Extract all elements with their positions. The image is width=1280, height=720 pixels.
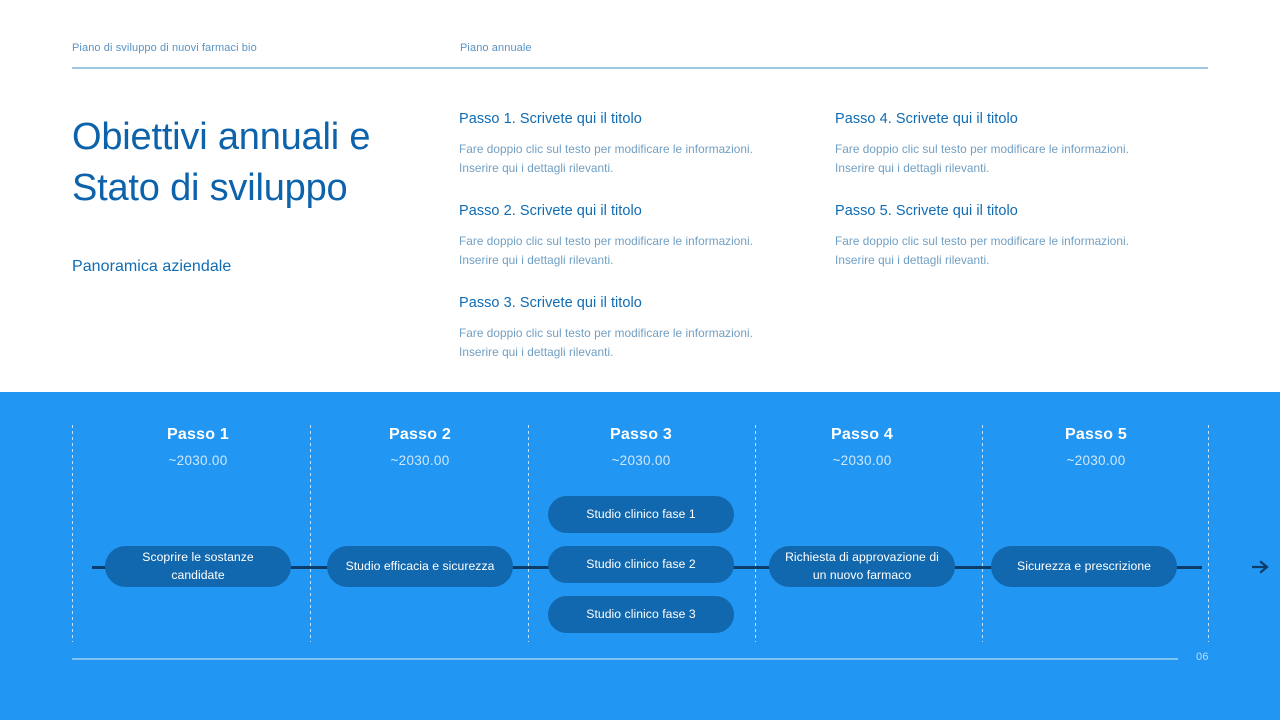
timeline-column-date: ~2030.00 <box>611 453 671 468</box>
step-body-line: Inserire qui i dettagli rilevanti. <box>835 160 990 175</box>
step-body-line: Fare doppio clic sul testo per modificar… <box>459 233 754 248</box>
step-text-item: Passo 5. Scrivete qui il titolo Fare dop… <box>835 202 1175 270</box>
timeline-pill[interactable]: Sicurezza e prescrizione <box>991 546 1177 587</box>
timeline-column-header: Passo 4 ~2030.00 <box>762 426 962 468</box>
step-body: Fare doppio clic sul testo per modificar… <box>835 140 1175 178</box>
column-separator <box>310 425 311 642</box>
step-heading: Passo 3. Scrivete qui il titolo <box>459 295 642 312</box>
timeline-column-title: Passo 1 <box>167 426 229 443</box>
step-text-item: Passo 4. Scrivete qui il titolo Fare dop… <box>835 110 1175 178</box>
title-block: Obiettivi annuali e Stato di sviluppo Pa… <box>72 112 442 276</box>
step-heading: Passo 1. Scrivete qui il titolo <box>459 111 642 127</box>
timeline-section: Passo 1 ~2030.00 Passo 2 ~2030.00 Passo … <box>0 392 1280 720</box>
step-body: Fare doppio clic sul testo per modificar… <box>835 232 1175 270</box>
step-body-line: Fare doppio clic sul testo per modificar… <box>835 141 1130 156</box>
step-body-line: Inserire qui i dettagli rilevanti. <box>459 253 614 268</box>
step-body-line: Inserire qui i dettagli rilevanti. <box>835 253 990 268</box>
step-heading: Passo 5. Scrivete qui il titolo <box>835 203 1018 220</box>
page-title-line-1: Obiettivi annuali e <box>72 116 371 158</box>
step-body-line: Fare doppio clic sul testo per modificar… <box>459 141 754 156</box>
timeline-column-title: Passo 4 <box>831 426 893 443</box>
timeline-pill[interactable]: Studio efficacia e sicurezza <box>327 546 513 587</box>
step-body: Fare doppio clic sul testo per modificar… <box>459 324 799 362</box>
column-separator <box>528 425 529 642</box>
timeline-column-header: Passo 2 ~2030.00 <box>320 426 520 468</box>
step-body-line: Fare doppio clic sul testo per modificar… <box>459 325 754 340</box>
slide-header: Piano di sviluppo di nuovi farmaci bio P… <box>72 42 1208 66</box>
timeline-column-header: Passo 3 ~2030.00 <box>541 426 741 468</box>
page-title: Obiettivi annuali e Stato di sviluppo <box>72 112 442 214</box>
step-text-item: Passo 1. Scrivete qui il titolo Fare dop… <box>459 110 799 178</box>
page-subtitle: Panoramica aziendale <box>72 257 232 275</box>
timeline-column-date: ~2030.00 <box>168 453 228 468</box>
step-heading: Passo 2. Scrivete qui il titolo <box>459 203 642 220</box>
steps-column-left: Passo 1. Scrivete qui il titolo Fare dop… <box>459 110 799 386</box>
timeline-column-date: ~2030.00 <box>390 453 450 468</box>
step-body: Fare doppio clic sul testo per modificar… <box>459 232 799 270</box>
column-separator <box>1208 425 1209 642</box>
timeline-column-header: Passo 5 ~2030.00 <box>996 426 1196 468</box>
step-body-line: Fare doppio clic sul testo per modificar… <box>835 233 1130 248</box>
timeline-column-header: Passo 1 ~2030.00 <box>98 426 298 468</box>
top-section: Piano di sviluppo di nuovi farmaci bio P… <box>72 42 1208 386</box>
timeline-column-title: Passo 2 <box>389 426 451 443</box>
header-right-label: Piano annuale <box>460 42 532 54</box>
column-separator <box>755 425 756 642</box>
page-number: 06 <box>1196 651 1209 663</box>
header-left-label: Piano di sviluppo di nuovi farmaci bio <box>72 42 257 54</box>
column-separator <box>72 425 73 642</box>
timeline-pill[interactable]: Studio clinico fase 1 <box>548 496 734 533</box>
step-body-line: Inserire qui i dettagli rilevanti. <box>459 160 614 175</box>
step-body-line: Inserire qui i dettagli rilevanti. <box>459 345 614 360</box>
footer-divider <box>72 658 1178 660</box>
step-heading: Passo 4. Scrivete qui il titolo <box>835 111 1018 127</box>
page-title-line-2: Stato di sviluppo <box>72 166 348 209</box>
timeline-column-title: Passo 3 <box>610 426 672 443</box>
timeline-column-date: ~2030.00 <box>1066 453 1126 468</box>
timeline-pill[interactable]: Scoprire le sostanze candidate <box>105 546 291 587</box>
step-text-item: Passo 3. Scrivete qui il titolo Fare dop… <box>459 294 799 362</box>
header-divider <box>72 67 1208 69</box>
step-text-item: Passo 2. Scrivete qui il titolo Fare dop… <box>459 202 799 270</box>
timeline-column-date: ~2030.00 <box>832 453 892 468</box>
step-body: Fare doppio clic sul testo per modificar… <box>459 140 799 178</box>
timeline-pill[interactable]: Studio clinico fase 2 <box>548 546 734 583</box>
arrow-right-icon <box>1252 558 1270 576</box>
column-separator <box>982 425 983 642</box>
timeline-pill[interactable]: Studio clinico fase 3 <box>548 596 734 633</box>
timeline-track: Passo 1 ~2030.00 Passo 2 ~2030.00 Passo … <box>72 392 1269 720</box>
timeline-pill[interactable]: Richiesta di approvazione di un nuovo fa… <box>769 546 955 587</box>
timeline-column-title: Passo 5 <box>1065 426 1127 443</box>
steps-column-right: Passo 4. Scrivete qui il titolo Fare dop… <box>835 110 1175 294</box>
